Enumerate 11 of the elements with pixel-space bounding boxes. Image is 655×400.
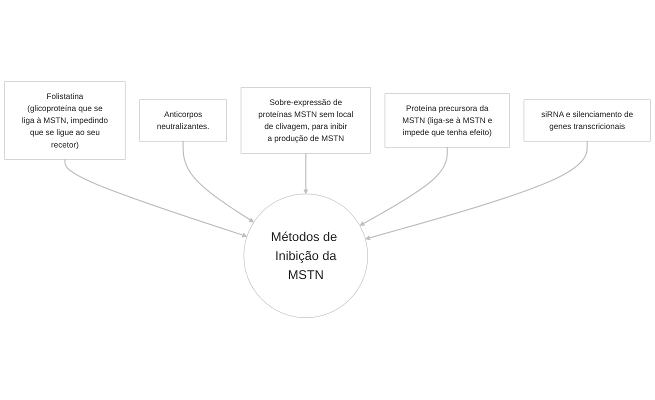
node-box: Sobre-expressão de proteínas MSTN sem local de clivagem, para inibir a produção de MSTN bbox=[240, 88, 371, 154]
node-circle: Métodos de Inibição da MSTN bbox=[244, 194, 368, 318]
arrow bbox=[303, 154, 308, 194]
node-box: Proteína precursora da MSTN (liga-se à MSTN e impede que tenha efeito) bbox=[384, 94, 510, 148]
node-box: Folistatina (glicoproteína que se liga à MSTN, impedindo que se ligue ao seu recetor) bbox=[4, 82, 126, 160]
node-box: siRNA e silenciamento de genes transcricionais bbox=[524, 100, 651, 142]
node-box: Anticorpos neutralizantes. bbox=[139, 100, 227, 142]
arrow bbox=[64, 160, 248, 238]
arrow bbox=[182, 142, 254, 223]
arrow bbox=[365, 142, 588, 241]
arrow bbox=[360, 148, 448, 226]
